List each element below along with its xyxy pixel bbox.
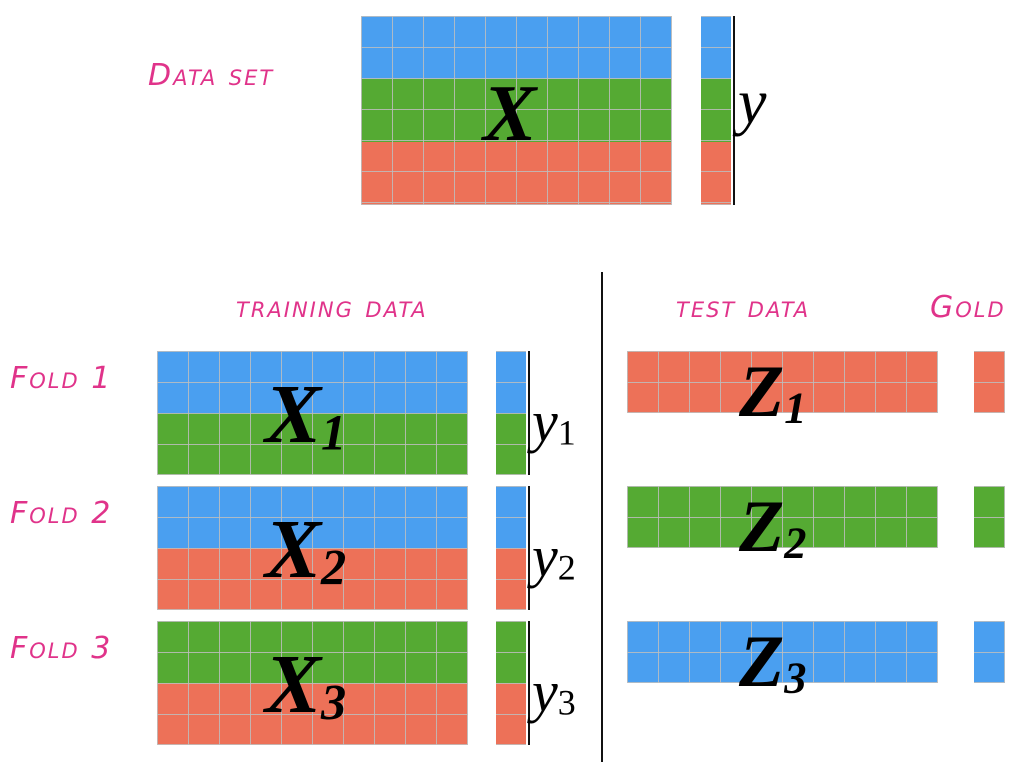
gold-vector	[974, 486, 1005, 548]
test-matrix: Z3	[627, 621, 938, 700]
gold-vector	[974, 351, 1005, 413]
fold-label: Fold 1	[10, 361, 113, 396]
test-matrix-label: Z3	[739, 621, 807, 703]
train-vector-label: y2	[532, 524, 576, 589]
dataset-matrix-label: X	[483, 70, 537, 158]
train-matrix-label: X1	[265, 368, 347, 461]
train-vector	[496, 486, 530, 610]
dataset-matrix: X	[361, 16, 672, 205]
dataset-label: Data set	[148, 58, 275, 93]
test-matrix-label: Z1	[739, 351, 807, 433]
test-matrix-label: Z2	[739, 486, 807, 568]
fold-label: Fold 3	[10, 631, 113, 666]
train-vector	[496, 621, 530, 745]
train-vector	[496, 351, 530, 475]
gold-header: Gold	[930, 290, 1006, 325]
train-matrix-label: X3	[265, 638, 347, 731]
train-vector-label: y3	[532, 659, 576, 724]
train-test-divider	[601, 272, 603, 762]
train-matrix: X2	[157, 486, 468, 610]
gold-vector	[974, 621, 1005, 683]
dataset-vector-label: y	[738, 66, 767, 137]
train-matrix: X3	[157, 621, 468, 745]
train-matrix-label: X2	[265, 503, 347, 596]
dataset-vector	[701, 16, 735, 205]
test-matrix: Z1	[627, 351, 938, 430]
training-data-header: training data	[236, 290, 428, 325]
fold-label: Fold 2	[10, 496, 113, 531]
train-vector-label: y1	[532, 389, 576, 454]
test-matrix: Z2	[627, 486, 938, 565]
train-matrix: X1	[157, 351, 468, 475]
test-data-header: test data	[676, 290, 811, 325]
